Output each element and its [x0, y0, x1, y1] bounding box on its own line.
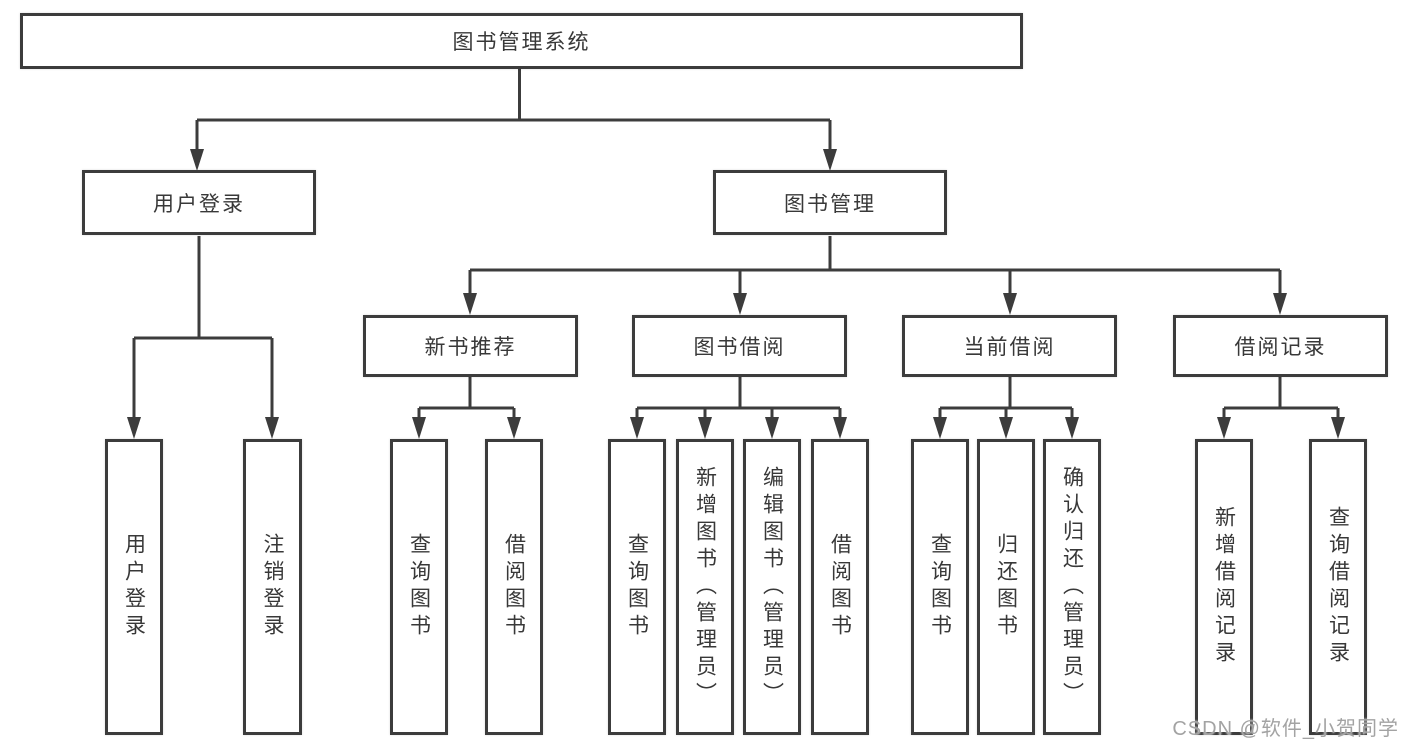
leaf-query-books-current: 查询图书 — [911, 439, 969, 735]
leaf-return-books: 归还图书 — [977, 439, 1035, 735]
leaf-add-books-admin: 新增图书（管理员） — [676, 439, 734, 735]
node-label: 查询图书 — [625, 533, 649, 641]
leaf-borrow-books: 借阅图书 — [811, 439, 869, 735]
leaf-user-login: 用户登录 — [105, 439, 163, 735]
node-label: 编辑图书（管理员） — [760, 465, 784, 709]
node-label: 借阅记录 — [1234, 336, 1327, 359]
leaf-edit-books-admin: 编辑图书（管理员） — [743, 439, 801, 735]
node-new-book-recommend: 新书推荐 — [363, 315, 578, 377]
watermark: CSDN @软件_小贺同学 — [1172, 718, 1399, 740]
node-label: 图书管理 — [784, 192, 876, 216]
node-label: 新书推荐 — [424, 336, 517, 359]
leaf-add-borrow-record: 新增借阅记录 — [1195, 439, 1253, 735]
node-label: 注销登录 — [261, 533, 284, 641]
node-label: 新增图书（管理员） — [693, 465, 717, 709]
node-label: 查询图书 — [928, 533, 952, 641]
node-label: 查询图书 — [407, 533, 431, 641]
node-label: 查询借阅记录 — [1326, 506, 1350, 668]
leaf-borrow-books-recommend: 借阅图书 — [485, 439, 543, 735]
node-label: 当前借阅 — [963, 336, 1056, 359]
leaf-query-books-borrowing: 查询图书 — [608, 439, 666, 735]
node-label: 借阅图书 — [828, 533, 852, 641]
node-library-management-system: 图书管理系统 — [20, 13, 1023, 69]
node-book-borrowing: 图书借阅 — [632, 315, 847, 377]
node-borrow-records: 借阅记录 — [1173, 315, 1388, 377]
node-label: 借阅图书 — [502, 533, 526, 641]
node-label: 图书借阅 — [693, 336, 786, 359]
node-label: 归还图书 — [994, 533, 1018, 641]
leaf-logout: 注销登录 — [243, 439, 302, 735]
node-user-login-module: 用户登录 — [82, 170, 316, 235]
leaf-query-books-recommend: 查询图书 — [390, 439, 448, 735]
node-label: 图书管理系统 — [452, 31, 591, 54]
leaf-query-borrow-record: 查询借阅记录 — [1309, 439, 1367, 735]
node-label: 用户登录 — [122, 533, 146, 641]
node-label: 新增借阅记录 — [1212, 506, 1236, 668]
node-current-borrowing: 当前借阅 — [902, 315, 1117, 377]
node-label: 确认归还（管理员） — [1060, 465, 1084, 709]
leaf-confirm-return-admin: 确认归还（管理员） — [1043, 439, 1101, 735]
node-label: 用户登录 — [153, 192, 245, 216]
node-book-management-module: 图书管理 — [713, 170, 947, 235]
